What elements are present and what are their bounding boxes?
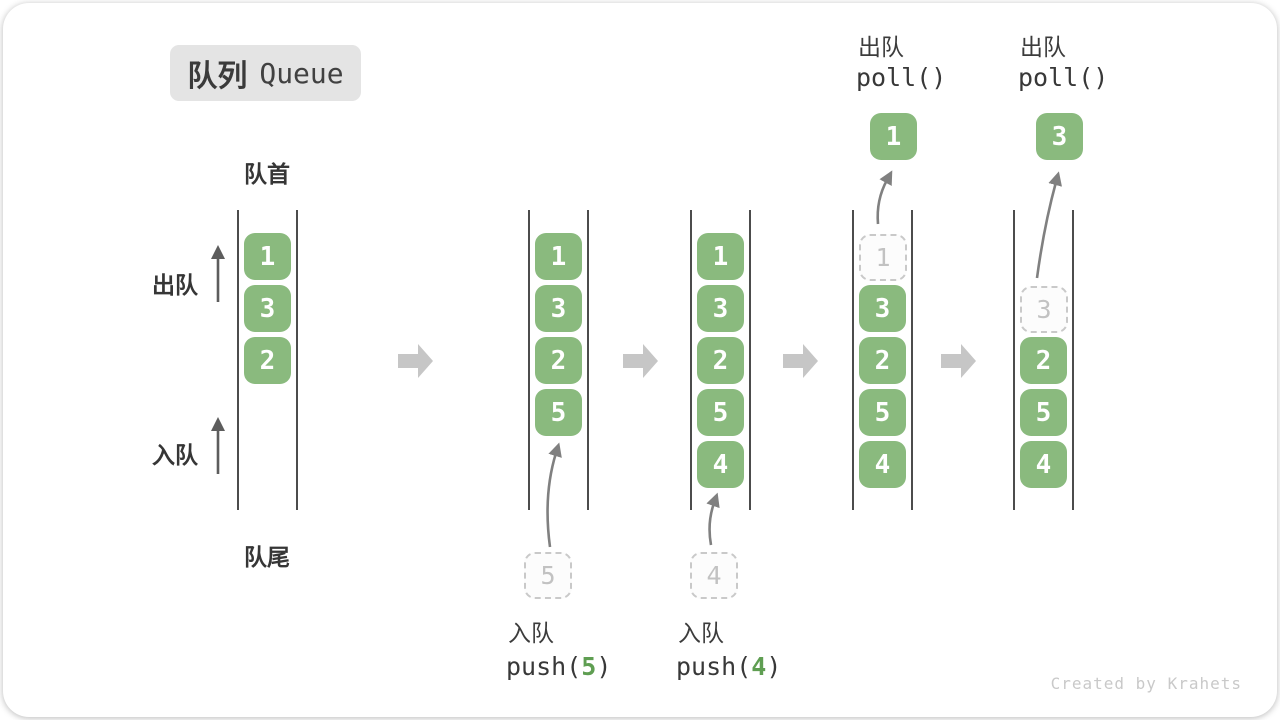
queue-box: 3 bbox=[859, 285, 906, 332]
rear-label: 队尾 bbox=[244, 544, 290, 570]
queue-box: 2 bbox=[244, 337, 291, 384]
queue-box: 1 bbox=[697, 233, 744, 280]
poll-code: poll() bbox=[1018, 63, 1109, 92]
push-arg: 5 bbox=[581, 652, 597, 681]
queue-box: 3 bbox=[535, 285, 582, 332]
push5-code: push(5) bbox=[506, 652, 611, 681]
queue-channel-1 bbox=[237, 210, 298, 510]
polled-box: 3 bbox=[1036, 113, 1083, 160]
diagram-card bbox=[3, 3, 1277, 717]
title-en: Queue bbox=[259, 56, 344, 90]
push-arg: 4 bbox=[751, 652, 767, 681]
queue-channel-4 bbox=[852, 210, 913, 510]
pending-box: 5 bbox=[524, 552, 572, 599]
queue-box: 2 bbox=[859, 337, 906, 384]
title-zh: 队列 bbox=[187, 60, 248, 93]
queue-box: 5 bbox=[697, 389, 744, 436]
queue-box: 3 bbox=[244, 285, 291, 332]
queue-channel-3 bbox=[690, 210, 751, 510]
enqueue-label: 入队 bbox=[152, 442, 198, 468]
push-close: ) bbox=[596, 652, 612, 681]
enqueue-op-label: 入队 bbox=[508, 620, 554, 646]
dequeue-label: 出队 bbox=[152, 272, 198, 298]
enqueue-op-label: 入队 bbox=[678, 620, 724, 646]
queue-channel-2 bbox=[528, 210, 589, 510]
dequeue-op-label: 出队 bbox=[858, 34, 904, 60]
queue-channel-5 bbox=[1013, 210, 1074, 510]
push-fn: push( bbox=[506, 652, 582, 681]
dequeue-op-label: 出队 bbox=[1020, 34, 1066, 60]
queue-box: 3 bbox=[697, 285, 744, 332]
poll-code: poll() bbox=[856, 63, 947, 92]
queue-box: 2 bbox=[1020, 337, 1067, 384]
pending-box: 4 bbox=[690, 552, 738, 599]
queue-box: 2 bbox=[535, 337, 582, 384]
push-fn: push( bbox=[676, 652, 752, 681]
polled-box: 1 bbox=[870, 113, 917, 160]
queue-box: 4 bbox=[859, 441, 906, 488]
queue-box: 4 bbox=[697, 441, 744, 488]
removed-slot: 3 bbox=[1020, 286, 1068, 333]
front-label: 队首 bbox=[244, 161, 290, 187]
title-badge: 队列 Queue bbox=[170, 45, 361, 101]
queue-box: 5 bbox=[859, 389, 906, 436]
queue-box: 2 bbox=[697, 337, 744, 384]
push4-code: push(4) bbox=[676, 652, 781, 681]
queue-box: 1 bbox=[535, 233, 582, 280]
queue-box: 4 bbox=[1020, 441, 1067, 488]
queue-box: 5 bbox=[1020, 389, 1067, 436]
watermark: Created by Krahets bbox=[1050, 674, 1242, 693]
queue-box: 1 bbox=[244, 233, 291, 280]
queue-box: 5 bbox=[535, 389, 582, 436]
push-close: ) bbox=[766, 652, 782, 681]
removed-slot: 1 bbox=[859, 234, 907, 281]
